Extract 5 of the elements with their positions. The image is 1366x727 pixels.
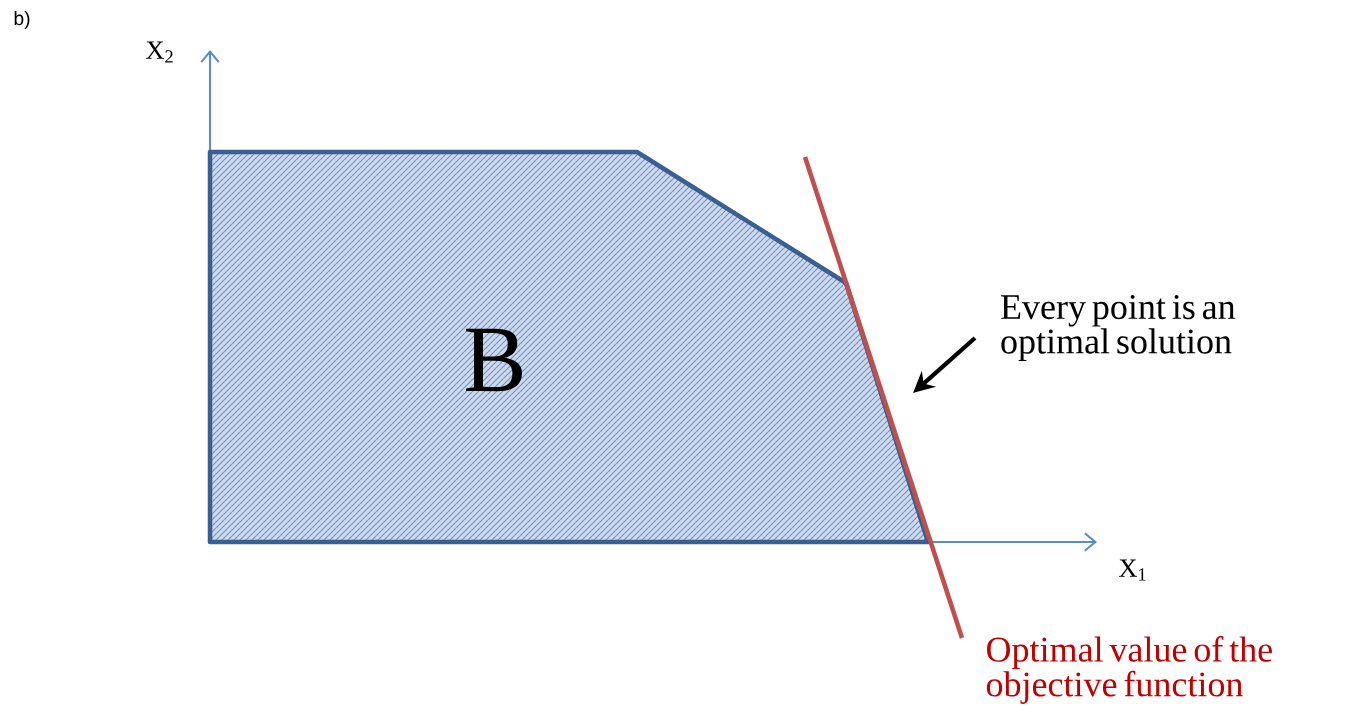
- feasible-region: B: [207, 149, 931, 545]
- axis-label: X$_{2}$: [146, 41, 173, 63]
- axis-label: X$_{1}$: [1119, 559, 1146, 581]
- line-label: Optimal value of the objective function: [986, 636, 1272, 704]
- panel-letter: b): [14, 11, 30, 29]
